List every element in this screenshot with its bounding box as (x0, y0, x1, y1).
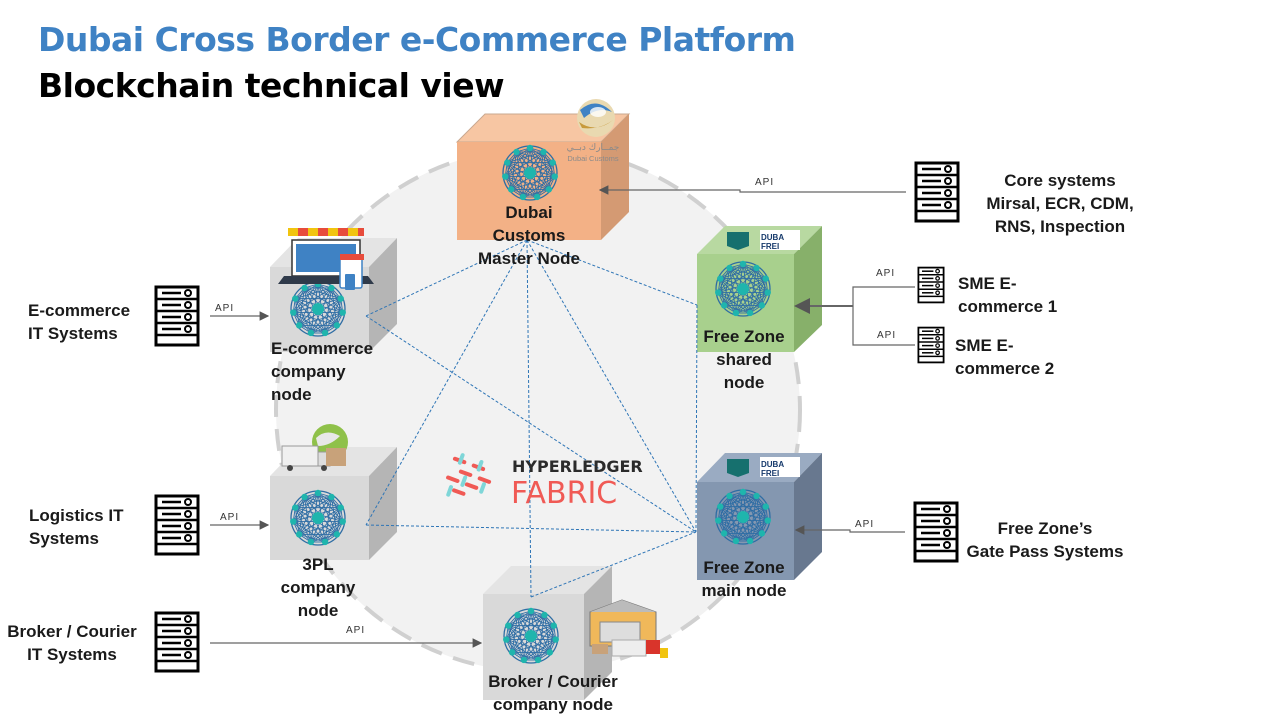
gate-pass-systems-label: Free Zone’s Gate Pass Systems (955, 517, 1135, 563)
label-line: Customs (492, 226, 566, 245)
api-label: API (346, 625, 366, 636)
customs-logo-english: Dubai Customs (567, 154, 619, 163)
label-line: company (280, 578, 356, 597)
label-line: RNS, Inspection (994, 217, 1126, 236)
hyperledger-fabric-logo-icon (446, 453, 492, 497)
dubai-airport-freezone-logo: DUBA FREI (760, 230, 800, 251)
api-label: API (755, 177, 775, 188)
api-bracket-sme (852, 286, 915, 346)
ecommerce-it-systems-label: E-commerce IT Systems (28, 299, 130, 345)
label-line: company node (493, 695, 613, 714)
label-line: SME E- (958, 274, 1017, 293)
label-line: Free Zone’s (997, 519, 1093, 538)
api-connectors (210, 185, 915, 648)
label-line: node (271, 385, 312, 404)
label-line: Core systems (1004, 171, 1116, 190)
label-line: shared (716, 350, 772, 369)
link-customs-broker (526, 239, 532, 598)
sme-ecommerce-2-label: SME E- commerce 2 (955, 334, 1054, 380)
label-line: Free Zone (703, 327, 785, 346)
logistics-illustration (281, 424, 348, 471)
page-title: Dubai Cross Border e-Commerce Platform (38, 20, 796, 59)
label-line: Master Node (477, 249, 581, 268)
customs-master-node-label: Dubai Customs Master Node (457, 201, 601, 270)
peer-links (365, 239, 698, 598)
label-line: Dubai (505, 203, 553, 222)
broker-node-label: Broker / Courier company node (468, 670, 638, 716)
api-label: API (855, 519, 875, 530)
label-line: Systems (29, 529, 99, 548)
label-line: Broker / Courier (7, 622, 137, 641)
link-customs-logistics (365, 239, 528, 526)
sme-ecommerce-1-label: SME E- commerce 1 (958, 272, 1057, 318)
api-label: API (877, 330, 897, 341)
customs-logo-arabic: جمــارك دبــي (567, 143, 620, 153)
dubai-south-logo (727, 459, 749, 477)
server-icon (154, 611, 200, 673)
label-line: IT Systems (27, 645, 117, 664)
link-logistics-fz-main (365, 524, 697, 533)
link-broker-fz-main (530, 531, 697, 598)
server-icon (917, 266, 945, 304)
server-icon (913, 501, 959, 563)
freezone-main-node-label: Free Zone main node (690, 556, 798, 602)
svg-text:DUBA: DUBA (761, 460, 784, 469)
label-line: commerce 2 (955, 359, 1055, 378)
label-line: Logistics IT (29, 506, 124, 525)
link-ecommerce-fz-main (365, 315, 697, 533)
label-line: commerce 1 (958, 297, 1058, 316)
dubai-south-logo (727, 232, 749, 250)
label-line: main node (701, 581, 787, 600)
online-shop-illustration (278, 228, 374, 290)
link-fz-shared-fz-main (695, 304, 698, 533)
server-icon (914, 161, 960, 223)
customs-logo (577, 99, 615, 137)
server-icon (154, 285, 200, 347)
label-line: company (271, 362, 346, 381)
logistics-it-systems-label: Logistics IT Systems (29, 504, 123, 550)
label-line: E-commerce (28, 301, 131, 320)
label-line: IT Systems (28, 324, 118, 343)
broker-it-systems-label: Broker / Courier IT Systems (0, 620, 144, 666)
api-label: API (220, 512, 240, 523)
svg-text:FREI: FREI (761, 242, 779, 251)
label-line: E-commerce (271, 339, 374, 358)
page-subtitle: Blockchain technical view (38, 66, 505, 105)
link-customs-fz-main (526, 239, 697, 533)
label-line: Gate Pass Systems (966, 542, 1124, 561)
dubai-airport-freezone-logo: DUBA FREI (760, 457, 800, 478)
server-icon (917, 326, 945, 364)
label-line: Mirsal, ECR, CDM, (986, 194, 1134, 213)
label-line: node (723, 373, 765, 392)
label-line: 3PL (302, 555, 334, 574)
label-line: Free Zone (703, 558, 785, 577)
label-line: Broker / Courier (488, 672, 618, 691)
api-arrow-gate-to-fz-main (794, 525, 905, 535)
warehouse-illustration (589, 599, 668, 658)
api-label: API (876, 268, 896, 279)
label-line: SME E- (955, 336, 1014, 355)
core-systems-label: Core systems Mirsal, ECR, CDM, RNS, Insp… (970, 169, 1150, 238)
svg-text:FREI: FREI (761, 469, 779, 478)
api-label: API (215, 303, 235, 314)
server-icon (154, 494, 200, 556)
fabric-text: FABRIC (511, 476, 617, 511)
freezone-shared-node-label: Free Zone shared node (690, 325, 798, 394)
hyperledger-text: HYPERLEDGER (512, 457, 643, 476)
api-arrow-core-to-customs (598, 185, 906, 195)
label-line: node (297, 601, 339, 620)
ecommerce-node-label: E-commerce company node (271, 337, 373, 406)
logistics-node-label: 3PL company node (268, 553, 368, 622)
svg-text:DUBA: DUBA (761, 233, 784, 242)
link-customs-fz-shared (526, 239, 698, 306)
